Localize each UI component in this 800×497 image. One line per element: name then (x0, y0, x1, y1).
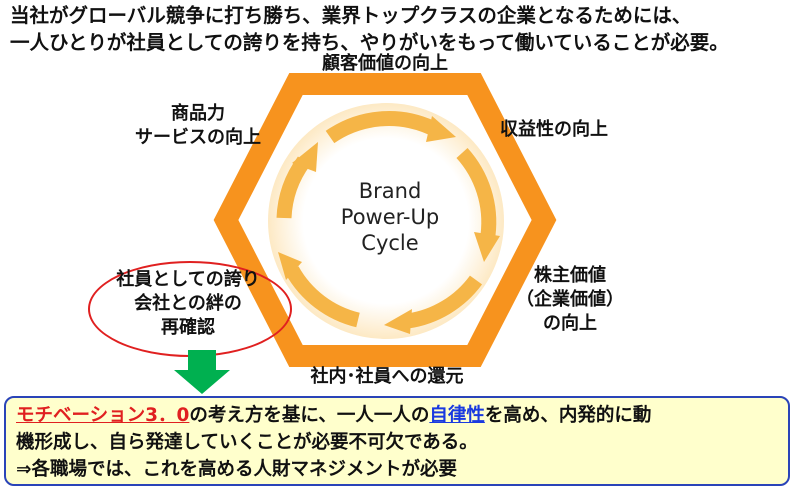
motivation-highlight: モチベーション3．0 (16, 405, 190, 426)
cycle-arrowhead-3 (384, 309, 412, 334)
label-customer-value: 顧客価値の向上 (322, 53, 448, 74)
autonomy-highlight: 自律性 (429, 405, 485, 426)
header-line-2: 一人ひとりが社員としての誇りを持ち、やりがいをもって働いていることが必要。 (10, 31, 729, 54)
summary-line-1: モチベーション3．0の考え方を基に、一人一人の自律性を高め、内発的に動 (16, 402, 778, 429)
cycle-ring-glow (268, 103, 504, 339)
summary-box: モチベーション3．0の考え方を基に、一人一人の自律性を高め、内発的に動 機形成し… (4, 396, 790, 486)
cycle-center-title: Brand Power-Up Cycle (300, 178, 480, 256)
cycle-arrowhead-4 (278, 252, 302, 280)
cycle-arrowheads (278, 116, 500, 334)
cycle-arrow-1 (325, 111, 436, 144)
center-line-2: Power-Up (340, 205, 440, 229)
pride-line-1: 社員としての誇り (116, 269, 260, 290)
hexagon-frame (213, 73, 557, 367)
pride-line-3: 再確認 (161, 317, 215, 338)
summary-line-1-b: を高め、内発的に動 (484, 405, 652, 426)
label-shareholder-value: 株主価値 （企業価値） の向上 (500, 264, 640, 336)
header-text: 当社がグローバル競争に打ち勝ち、業界トップクラスの企業となるためには、 一人ひと… (10, 2, 795, 56)
product-line-2: サービスの向上 (135, 127, 261, 148)
center-line-1: Brand (358, 179, 422, 203)
shareholder-line-1: 株主価値 (534, 265, 606, 286)
summary-line-1-a: の考え方を基に、一人一人の (189, 405, 430, 426)
label-employee-return: 社内･社員への還元 (310, 366, 464, 387)
summary-line-3: ⇒各職場では、これを高める人財マネジメントが必要 (16, 459, 458, 480)
product-line-1: 商品力 (171, 103, 225, 124)
cycle-arrowhead-1 (426, 116, 456, 142)
label-profitability: 収益性の向上 (500, 119, 608, 140)
header-line-1: 当社がグローバル競争に打ち勝ち、業界トップクラスの企業となるためには、 (10, 4, 692, 27)
cycle-arrowhead-2 (474, 232, 500, 262)
cycle-arrow-2 (456, 147, 497, 236)
shareholder-line-3: の向上 (543, 313, 597, 334)
pride-line-2: 会社との絆の (134, 293, 242, 314)
cycle-arrow-4 (285, 266, 360, 328)
center-line-3: Cycle (361, 231, 419, 255)
shareholder-line-2: （企業価値） (516, 289, 624, 310)
cycle-arrowhead-5 (292, 142, 318, 172)
down-arrow-icon (174, 350, 230, 394)
cycle-arrow-3 (406, 275, 483, 329)
label-product-service: 商品力 サービスの向上 (118, 102, 278, 150)
summary-line-2: 機形成し、自ら発達していくことが必要不可欠である。 (16, 432, 478, 453)
label-employee-pride: 社員としての誇り 会社との絆の 再確認 (108, 268, 268, 340)
